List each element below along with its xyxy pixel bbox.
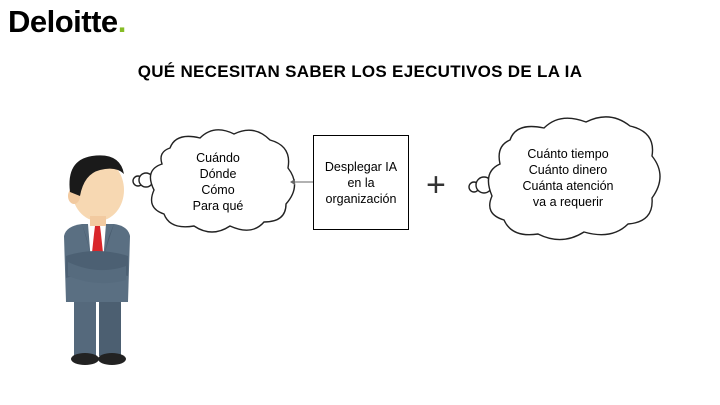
center-box-line: Desplegar IA [324, 159, 398, 174]
right-cloud-line: Cuánta atención [522, 179, 614, 193]
center-box-line: en la [347, 175, 375, 190]
plus-symbol: + [426, 166, 446, 204]
right-cloud-line: Cuánto dinero [528, 163, 608, 177]
left-cloud-line: Dónde [199, 167, 237, 181]
page-title: QUÉ NECESITAN SABER LOS EJECUTIVOS DE LA… [137, 62, 583, 81]
left-cloud-line: Cuándo [196, 151, 240, 165]
left-thought-cloud [132, 129, 296, 233]
right-cloud-text: Cuánto tiempo Cuánto dinero Cuánta atenc… [506, 146, 630, 210]
left-cloud-line: Para qué [192, 199, 244, 213]
center-box: Desplegar IA en la organización [313, 135, 409, 230]
left-cloud-text: Cuándo Dónde Cómo Para qué [170, 150, 266, 214]
logo-dot: . [117, 4, 127, 39]
right-thought-cloud [468, 116, 661, 241]
right-cloud-line: Cuánto tiempo [527, 147, 609, 161]
logo-word: Deloitte [8, 4, 118, 39]
center-box-line: organización [325, 191, 397, 206]
left-cloud-line: Cómo [201, 183, 235, 197]
businessman-illustration [64, 155, 130, 365]
deloitte-logo: Deloitte. [8, 4, 126, 40]
right-cloud-line: va a requerir [532, 195, 604, 209]
